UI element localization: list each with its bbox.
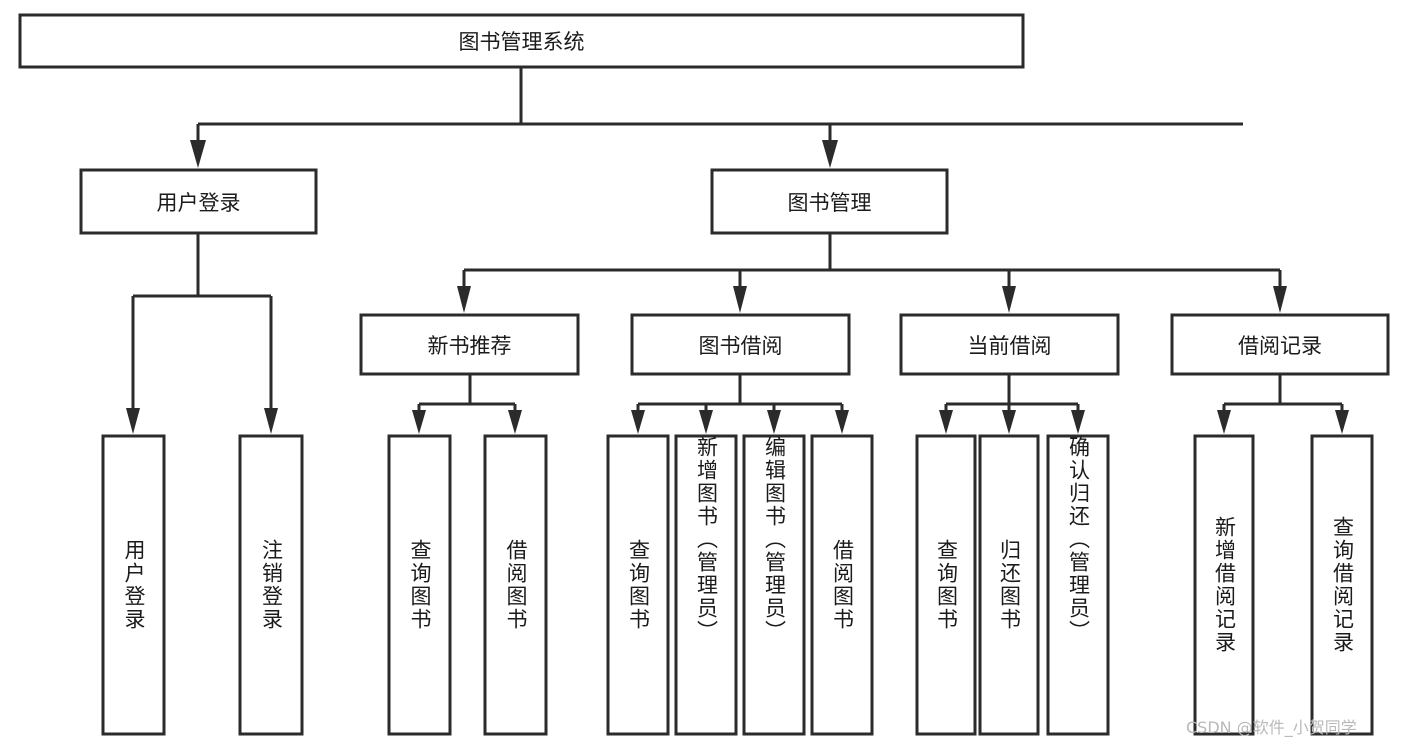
node-borrow-record-box[interactable] [1170, 313, 1390, 376]
leaf-box-add-borrow-record[interactable] [1193, 434, 1255, 736]
connector-newbook-to-leaves [412, 374, 522, 434]
node-book-management-box[interactable] [710, 168, 949, 235]
leaf-box-confirm-return-admin[interactable] [1046, 434, 1110, 736]
node-book-borrow-box[interactable] [630, 313, 851, 376]
leaf-box-query-borrow-record[interactable] [1310, 434, 1374, 736]
leaf-box-query-book-current[interactable] [915, 434, 977, 736]
connector-userlogin-to-leaves [126, 233, 278, 434]
node-current-borrow-box[interactable] [899, 313, 1120, 376]
leaf-box-return-book[interactable] [978, 434, 1040, 736]
connector-bookmgmt-to-level3 [457, 233, 1287, 313]
leaf-box-query-book-borrow[interactable] [606, 434, 670, 736]
leaf-box-query-book-recommend[interactable] [387, 434, 452, 736]
node-root-box[interactable] [18, 13, 1025, 69]
connector-currentborrow-to-leaves [939, 374, 1085, 434]
connector-bookborrow-to-leaves [631, 374, 849, 434]
connector-borrowrecord-to-leaves [1217, 374, 1349, 434]
node-user-login-box[interactable] [79, 168, 318, 235]
leaf-box-borrow-book[interactable] [810, 434, 874, 736]
leaf-box-user-login[interactable] [101, 434, 166, 736]
watermark-text: CSDN @软件_小贺同学 [1186, 718, 1357, 737]
leaf-box-add-book-admin[interactable] [674, 434, 738, 736]
leaf-box-edit-book-admin[interactable] [742, 434, 806, 736]
node-new-book-recommend-box[interactable] [359, 313, 580, 376]
leaf-box-logout[interactable] [238, 434, 304, 736]
connector-root-to-level2 [190, 67, 1243, 168]
leaf-box-borrow-book-recommend[interactable] [483, 434, 548, 736]
